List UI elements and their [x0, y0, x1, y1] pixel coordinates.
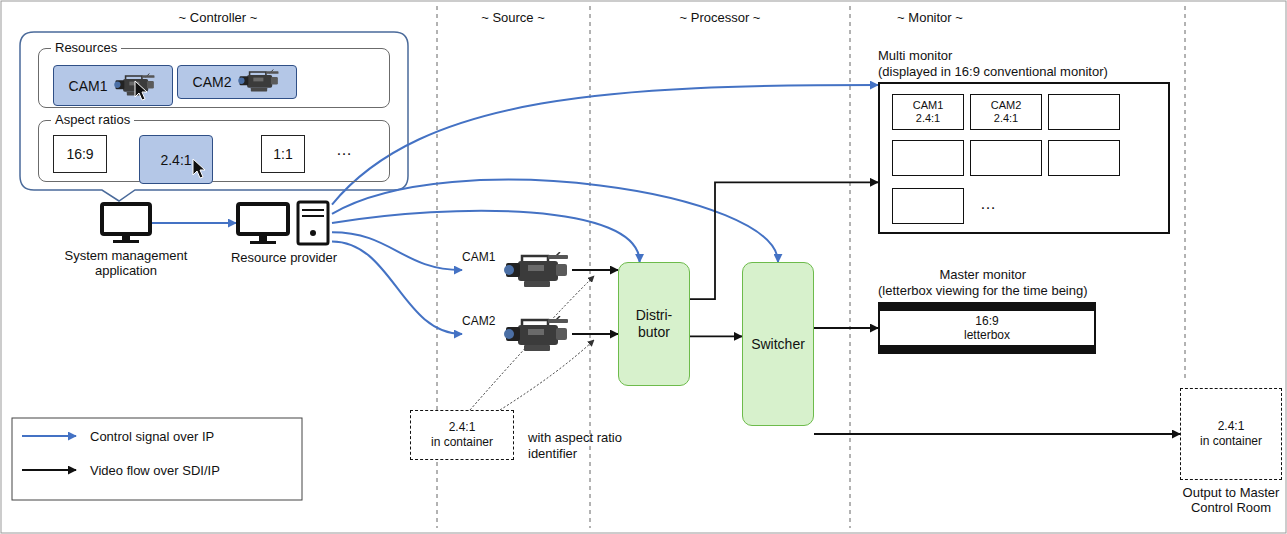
control-signal-arrow: [152, 222, 236, 224]
container-label: in container: [431, 435, 493, 450]
tile-label: CAM2: [991, 99, 1022, 112]
monitor-title: Master monitor: [878, 267, 1088, 283]
video-flow-arrow: [690, 335, 742, 337]
camera-icon: [502, 252, 572, 292]
icon-caption: System management application: [61, 248, 191, 278]
column-header: ~ Monitor ~: [897, 10, 963, 26]
camera-icon: [237, 69, 281, 95]
output-caption: Output to Master Control Room: [1176, 485, 1286, 515]
legend-text: Control signal over IP: [90, 429, 214, 444]
video-flow-arrow: [572, 333, 618, 335]
control-signal-arrow: [332, 232, 462, 270]
icon-box: System management application: [100, 202, 152, 244]
monitor-subtitle: (letterbox viewing for the time being): [878, 283, 1088, 299]
tile-label: 2.4:1: [916, 112, 940, 125]
plain-box: 16:9: [53, 135, 107, 173]
option-label: 2.4:1: [160, 152, 191, 168]
camera-label: CAM2: [462, 314, 495, 328]
legend-text: Video flow over SDI/IP: [90, 463, 220, 478]
icon-caption: Resource provider: [219, 250, 349, 265]
mouse-cursor: [134, 80, 148, 101]
cam-box: CAM1: [462, 248, 572, 292]
monitor-subtitle: (displayed in 16:9 conventional monitor): [878, 64, 1108, 80]
sel-box: 2.4:1: [139, 135, 213, 184]
legend-frame: [12, 418, 302, 500]
monitor-title: Multi monitor: [878, 48, 1108, 64]
ellipsis-mark: …: [336, 142, 352, 158]
mouse-cursor: [192, 158, 206, 179]
sel-box: CAM2: [177, 65, 297, 99]
cam-box: CAM2: [462, 312, 572, 356]
empty-tile: [1048, 94, 1120, 130]
sel-box: CAM1: [53, 65, 173, 106]
container-label: 2.4:1: [1218, 419, 1245, 434]
dashed-box: 2.4:1in container: [410, 410, 514, 460]
ellipsis-mark: …: [980, 196, 996, 212]
video-flow-arrow: [814, 433, 1180, 435]
dotted-pointer: [470, 276, 594, 410]
cell-box: CAM22.4:1: [970, 94, 1042, 130]
process-label: Distri- butor: [623, 307, 685, 341]
process-box: Distri- butor: [618, 262, 690, 386]
video-flow-arrow: [572, 269, 618, 271]
option-label: CAM1: [69, 78, 108, 94]
legend-row: Video flow over SDI/IP: [20, 462, 220, 478]
tile-label: 2.4:1: [994, 112, 1018, 125]
option-label: 16:9: [66, 146, 93, 162]
process-box: Switcher: [742, 262, 814, 426]
multi-box: Multi monitor(displayed in 16:9 conventi…: [878, 82, 1170, 234]
speech-bubble: [20, 32, 408, 201]
video-flow-arrow: [814, 327, 878, 329]
container-label: 2.4:1: [449, 420, 476, 435]
empty-tile: [892, 140, 964, 176]
icon-box: Resource provider: [236, 200, 332, 246]
empty-tile: [1048, 140, 1120, 176]
camera-label: CAM1: [462, 250, 495, 264]
column-header: ~ Source ~: [481, 10, 545, 26]
container-label: in container: [1200, 434, 1262, 449]
column-header: ~ Controller ~: [179, 10, 258, 26]
legend-line-sample: [20, 462, 80, 478]
screen-text: letterbox: [964, 328, 1010, 342]
group-title: Resources: [51, 40, 121, 56]
empty-tile: [892, 188, 964, 224]
column-header: ~ Processor ~: [680, 10, 761, 26]
plain-box: 1:1: [261, 135, 305, 173]
group-box: ResourcesCAM1CAM2: [38, 48, 390, 108]
option-label: 1:1: [273, 146, 292, 162]
control-signal-arrow: [332, 180, 778, 262]
column-dividers: [437, 6, 1185, 528]
dotted-pointer: [500, 340, 594, 410]
computer-icon: [236, 200, 332, 246]
tile-label: CAM1: [913, 99, 944, 112]
legend-row: Control signal over IP: [20, 428, 214, 444]
process-label: Switcher: [751, 336, 805, 353]
note-label: with aspect ratio identifier: [528, 430, 658, 462]
option-label: CAM2: [193, 74, 232, 90]
empty-tile: [970, 140, 1042, 176]
monitor-icon: [100, 202, 152, 244]
dashed-box: 2.4:1in containerOutput to Master Contro…: [1180, 388, 1282, 480]
group-title: Aspect ratios: [51, 112, 134, 128]
control-signal-arrow: [332, 241, 462, 334]
legend-line-sample: [20, 428, 80, 444]
cell-box: CAM12.4:1: [892, 94, 964, 130]
screen-text: 16:9: [975, 314, 998, 328]
camera-icon: [502, 316, 572, 356]
screen-box: Master monitor(letterbox viewing for the…: [878, 302, 1096, 354]
